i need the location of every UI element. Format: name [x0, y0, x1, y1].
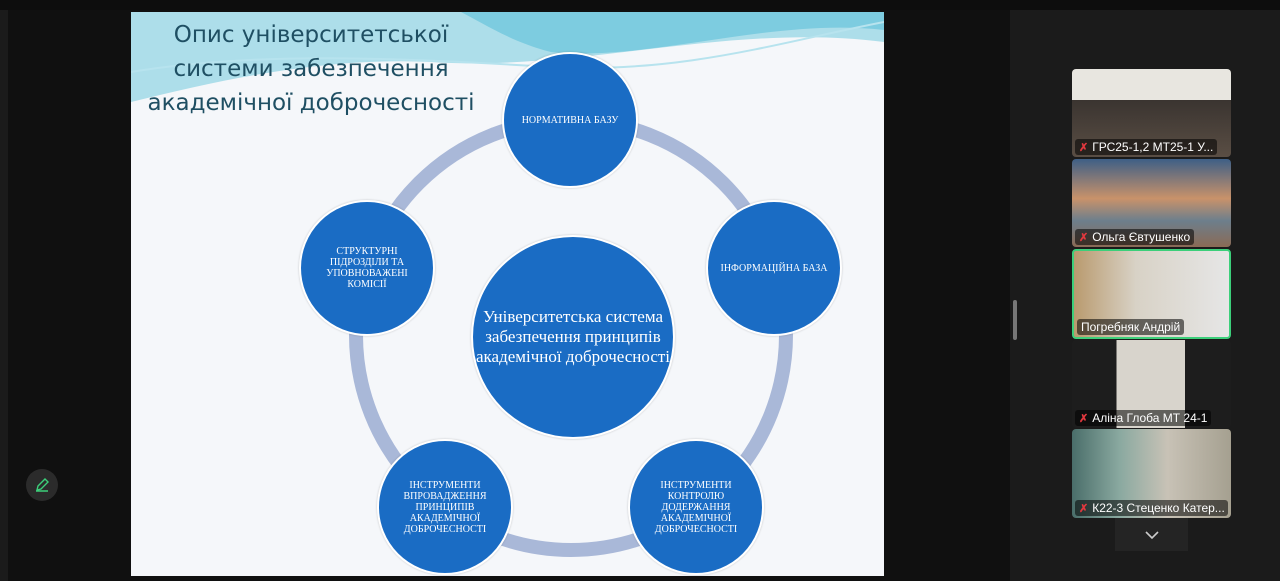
top-bar: [0, 0, 1280, 10]
mic-muted-icon: ✗: [1079, 231, 1089, 244]
participant-name: К22-3 Стеценко Катер...: [1092, 501, 1225, 515]
node-normative-base: НОРМАТИВНА БАЗУ: [502, 52, 638, 188]
presentation-slide: Опис університетської системи забезпечен…: [131, 12, 884, 576]
center-node: Університетська система забезпечення при…: [471, 235, 675, 439]
annotate-button[interactable]: [26, 469, 58, 501]
scroll-down-button[interactable]: [1115, 518, 1188, 551]
mic-muted-icon: ✗: [1079, 141, 1089, 154]
panel-resize-handle[interactable]: [1013, 300, 1017, 340]
node-implementation-tools: ІНСТРУМЕНТИ ВПРОВАДЖЕННЯ ПРИНЦИПІВ АКАДЕ…: [377, 439, 513, 575]
participant-name: Ольга Євтушенко: [1092, 230, 1191, 244]
participant-name: Погребняк Андрій: [1081, 320, 1181, 334]
mic-muted-icon: ✗: [1079, 502, 1089, 515]
participant-name: Аліна Глоба МТ 24-1: [1092, 411, 1208, 425]
participant-tile[interactable]: ✗Ольга Євтушенко: [1072, 159, 1231, 247]
participant-tile[interactable]: ✗ГРС25-1,2 МТ25-1 У...: [1072, 69, 1231, 157]
participant-tile[interactable]: ✗К22-3 Стеценко Катер...: [1072, 429, 1231, 518]
node-structural-units: СТРУКТУРНІ ПІДРОЗДІЛИ ТА УПОВНОВАЖЕНІ КО…: [299, 200, 435, 336]
mic-muted-icon: ✗: [1079, 412, 1089, 425]
participant-name: ГРС25-1,2 МТ25-1 У...: [1092, 140, 1214, 154]
slide-title: Опис університетської системи забезпечен…: [147, 22, 475, 116]
node-control-tools: ІНСТРУМЕНТИ КОНТРОЛЮ ДОДЕРЖАННЯ АКАДЕМІЧ…: [628, 439, 764, 575]
participant-tile[interactable]: ✗Аліна Глоба МТ 24-1: [1072, 340, 1231, 428]
participant-tile-active-speaker[interactable]: Погребняк Андрій: [1072, 249, 1231, 339]
pencil-icon: [36, 478, 49, 492]
chevron-down-icon: [1144, 530, 1159, 539]
node-information-base: ІНФОРМАЦІЙНА БАЗА: [706, 200, 842, 336]
